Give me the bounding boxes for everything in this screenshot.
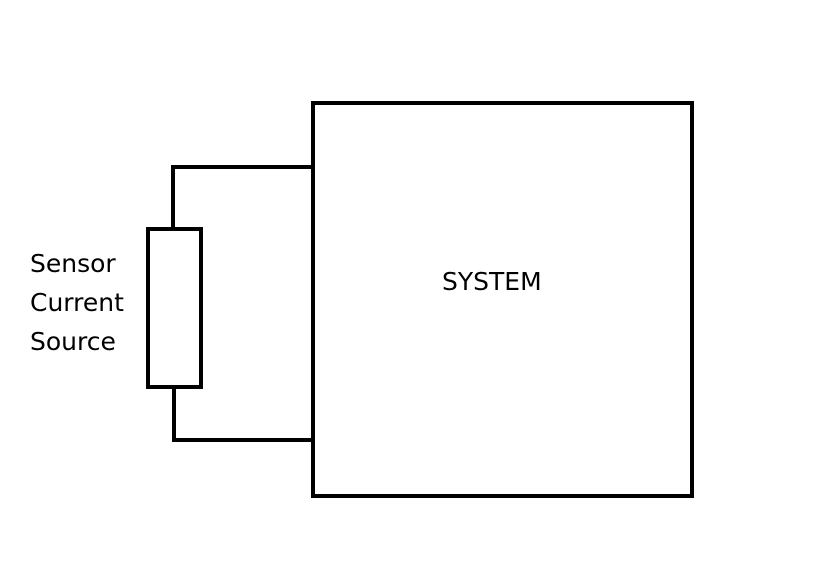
sensor-current-source-label: Sensor Current Source [30, 244, 124, 361]
sensor-label-line-3: Source [30, 327, 116, 356]
top-wire [171, 165, 311, 229]
system-box [311, 101, 694, 498]
sensor-label-line-2: Current [30, 288, 124, 317]
sensor-current-source-resistor [146, 227, 203, 389]
system-label: SYSTEM [442, 267, 542, 296]
bottom-wire [172, 387, 311, 442]
sensor-label-line-1: Sensor [30, 249, 116, 278]
